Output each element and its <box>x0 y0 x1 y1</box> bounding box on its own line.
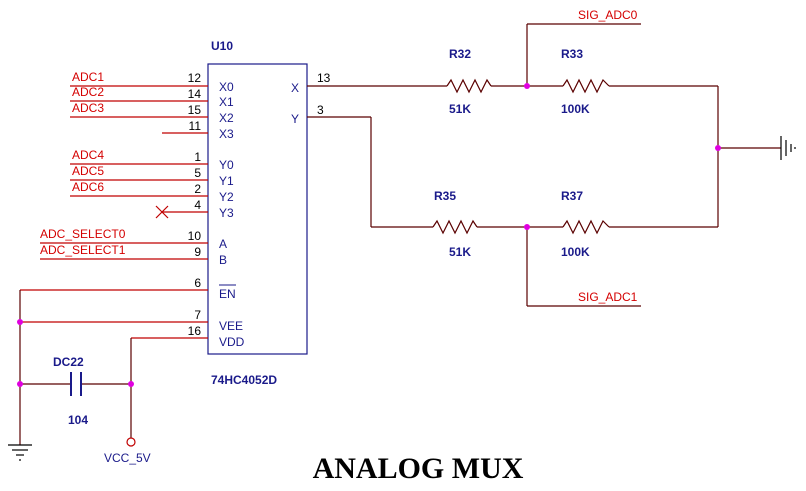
ground-icon <box>8 444 32 461</box>
pin-number: 7 <box>194 308 201 322</box>
pin-name: B <box>219 253 227 267</box>
net-label: ADC3 <box>72 101 104 115</box>
junction-dots <box>17 83 721 387</box>
ic-body <box>207 63 308 355</box>
net-label: ADC4 <box>72 148 104 162</box>
capacitor-value: 104 <box>68 413 88 427</box>
pin-name: Y3 <box>219 206 234 220</box>
resistor-value: 51K <box>449 102 471 116</box>
ic-ref: U10 <box>211 39 233 53</box>
pin-name: VDD <box>219 335 245 349</box>
resistor-ref: R32 <box>449 47 471 61</box>
resistor-ref: R35 <box>434 189 456 203</box>
resistor-r35 <box>432 219 478 235</box>
net-label: ADC1 <box>72 70 104 84</box>
pin-number: 3 <box>317 103 324 117</box>
pin-number: 11 <box>189 119 202 133</box>
pin-name: X2 <box>219 111 234 125</box>
pin-name: Y2 <box>219 190 234 204</box>
ic-part: 74HC4052D <box>211 373 277 387</box>
capacitor-ref: DC22 <box>53 355 84 369</box>
pin-name: Y1 <box>219 174 234 188</box>
pin-name: X0 <box>219 80 234 94</box>
pin-number: 13 <box>317 71 331 85</box>
resistor-value: 100K <box>561 245 590 259</box>
pin-number: 15 <box>188 103 202 117</box>
resistor-r32 <box>446 78 492 94</box>
resistor-ref: R33 <box>561 47 583 61</box>
signal-label-bottom: SIG_ADC1 <box>578 290 638 304</box>
ic-left-pins <box>20 85 208 339</box>
pin-name: X <box>291 81 299 95</box>
diagram-title: ANALOG MUX <box>313 452 524 485</box>
vcc-label: VCC_5V <box>104 451 151 465</box>
net-label: ADC_SELECT0 <box>40 227 126 241</box>
output-network <box>307 23 781 307</box>
pin-name: X1 <box>219 95 234 109</box>
pin-name: Y0 <box>219 158 234 172</box>
net-label: ADC2 <box>72 85 104 99</box>
pin-number: 9 <box>194 245 201 259</box>
pin-number: 12 <box>188 71 202 85</box>
pin-name: A <box>219 237 227 251</box>
net-label: ADC6 <box>72 180 104 194</box>
pin-name: Y <box>291 112 299 126</box>
pin-number: 14 <box>188 87 202 101</box>
pin-name: X3 <box>219 127 234 141</box>
pin-number: 16 <box>188 324 202 338</box>
resistor-value: 100K <box>561 102 590 116</box>
pin-number: 4 <box>194 198 201 212</box>
resistor-r37 <box>562 219 610 235</box>
pin-number: 2 <box>194 182 201 196</box>
pin-name-en: EN <box>219 287 236 301</box>
pin-number: 1 <box>194 150 201 164</box>
resistor-value: 51K <box>449 245 471 259</box>
pin-number: 6 <box>194 276 201 290</box>
resistor-ref: R37 <box>561 189 583 203</box>
ground-icon <box>780 136 796 160</box>
net-label: ADC_SELECT1 <box>40 243 126 257</box>
net-label: ADC5 <box>72 164 104 178</box>
power-network <box>19 290 132 445</box>
signal-label-top: SIG_ADC0 <box>578 8 638 22</box>
capacitor-dc22 <box>70 372 82 396</box>
resistor-r33 <box>562 78 610 94</box>
vcc-terminal-icon <box>126 437 136 447</box>
pin-number: 5 <box>194 166 201 180</box>
pin-name: VEE <box>219 319 243 333</box>
pin-number: 10 <box>188 229 202 243</box>
